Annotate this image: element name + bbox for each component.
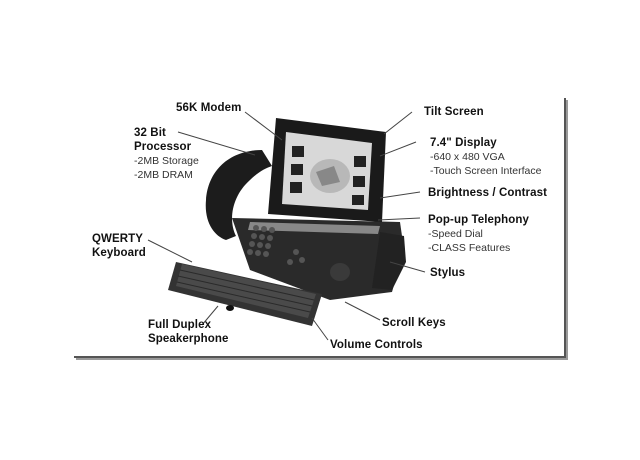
callout-keyboard-line1: QWERTY bbox=[92, 233, 144, 245]
callout-display: 7.4" Display bbox=[430, 137, 497, 149]
callout-display-detail: -640 x 480 VGA bbox=[430, 151, 505, 163]
callout-telephony-detail: -Speed Dial bbox=[428, 228, 483, 240]
callout-tilt-screen: Tilt Screen bbox=[424, 106, 484, 118]
callout-speakerphone-line1: Full Duplex bbox=[148, 319, 212, 331]
callout-brightness: Brightness / Contrast bbox=[428, 187, 548, 199]
callout-processor-detail: -2MB DRAM bbox=[134, 169, 193, 181]
callout-processor-line2: Processor bbox=[134, 141, 192, 153]
callout-keyboard-line2: Keyboard bbox=[92, 247, 146, 259]
callout-volume-controls: Volume Controls bbox=[330, 339, 423, 351]
callout-speakerphone-line2: Speakerphone bbox=[148, 333, 229, 345]
callout-stylus: Stylus bbox=[430, 267, 466, 279]
callout-processor-detail: -2MB Storage bbox=[134, 155, 199, 167]
callout-display-detail: -Touch Screen Interface bbox=[430, 165, 542, 177]
callout-telephony: Pop-up Telephony bbox=[428, 214, 530, 226]
callout-modem: 56K Modem bbox=[176, 102, 242, 114]
speaker-grille bbox=[330, 263, 350, 281]
callout-scroll-keys: Scroll Keys bbox=[382, 317, 446, 329]
callout-telephony-detail: -CLASS Features bbox=[428, 242, 511, 254]
image-frame bbox=[74, 98, 566, 358]
callout-processor-line1: 32 Bit bbox=[134, 127, 166, 139]
handset bbox=[205, 150, 272, 240]
phone-base bbox=[232, 218, 404, 300]
